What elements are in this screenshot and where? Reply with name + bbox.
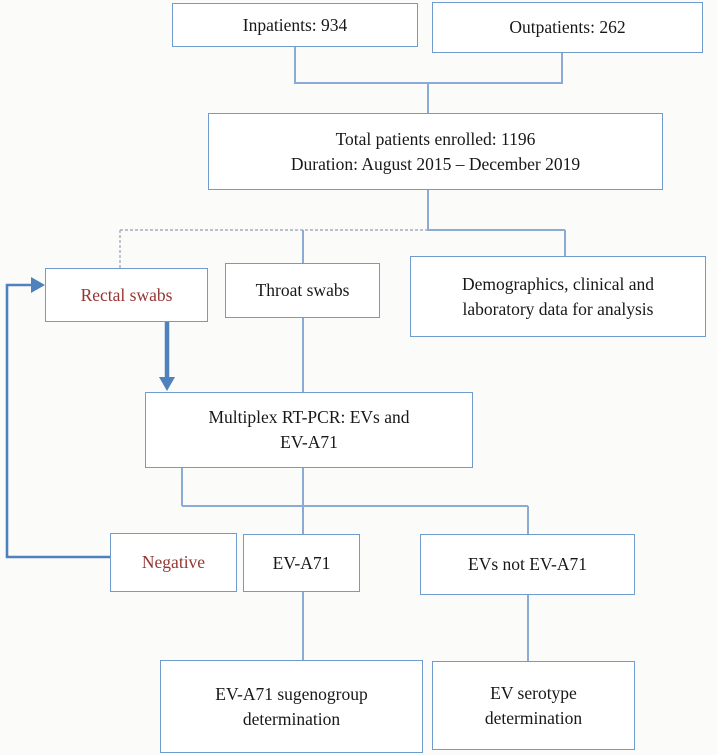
- box-ev-a71-label: EV-A71: [272, 552, 331, 573]
- box-throat-swabs-label: Throat swabs: [255, 280, 350, 301]
- box-negative-label: Negative: [141, 552, 206, 573]
- feedback-loop-arrowhead: [31, 277, 45, 293]
- box-outpatients: Outpatients: 262: [432, 2, 703, 53]
- box-outpatients-label: Outpatients: 262: [509, 17, 626, 38]
- box-demographics: Demographics, clinical and laboratory da…: [410, 256, 706, 337]
- box-total-enrolled-label: Total patients enrolled: 1196 Duration: …: [290, 128, 581, 174]
- box-ev-a71-subgenogroup: EV-A71 sugenogroup determination: [160, 660, 423, 753]
- box-throat-swabs: Throat swabs: [225, 263, 380, 318]
- box-rectal-swabs-label: Rectal swabs: [80, 284, 173, 305]
- arrow-rectal-to-multiplex-head: [159, 377, 175, 391]
- box-inpatients-label: Inpatients: 934: [242, 14, 348, 35]
- box-inpatients: Inpatients: 934: [172, 3, 418, 47]
- box-negative: Negative: [110, 533, 237, 592]
- box-ev-serotype-label: EV serotype determination: [484, 682, 583, 728]
- box-evs-not-ev-a71-label: EVs not EV-A71: [468, 554, 587, 575]
- box-multiplex-rt-pcr: Multiplex RT-PCR: EVs and EV-A71: [145, 392, 473, 468]
- box-ev-a71: EV-A71: [243, 534, 360, 592]
- box-evs-not-ev-a71: EVs not EV-A71: [420, 534, 635, 595]
- box-ev-serotype: EV serotype determination: [432, 661, 635, 750]
- box-multiplex-rt-pcr-label: Multiplex RT-PCR: EVs and EV-A71: [208, 407, 410, 452]
- box-total-enrolled: Total patients enrolled: 1196 Duration: …: [208, 113, 663, 190]
- feedback-loop-negative-to-rectal: [5, 283, 110, 559]
- box-rectal-swabs: Rectal swabs: [45, 268, 208, 322]
- box-demographics-label: Demographics, clinical and laboratory da…: [462, 273, 654, 319]
- box-ev-a71-subgenogroup-label: EV-A71 sugenogroup determination: [215, 683, 368, 729]
